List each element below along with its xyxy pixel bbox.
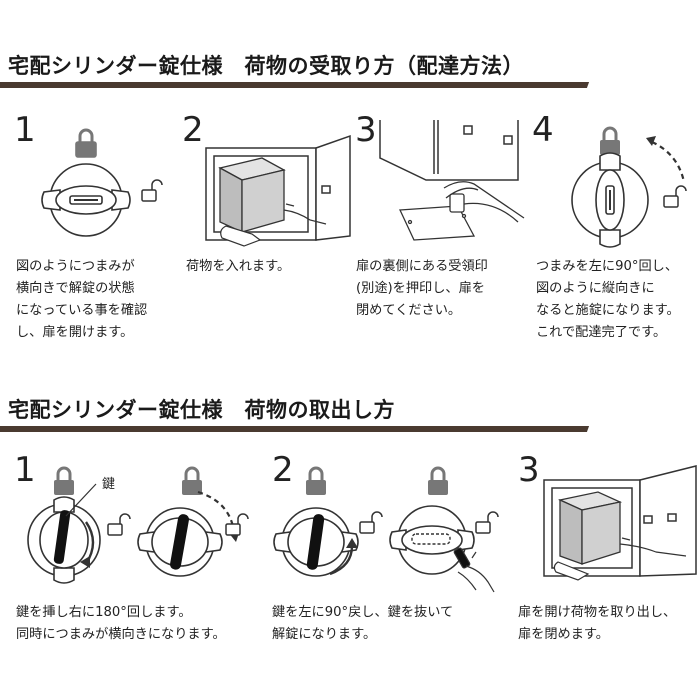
section2-title: 宅配シリンダー錠仕様 荷物の取出し方 [8,398,395,422]
padlock-closed-icon [75,128,97,158]
s1-step-1-illustration [30,120,170,240]
s1-step-3-number: 3 [355,110,377,150]
s2-step-3-text: 扉を開け荷物を取り出し、 扉を閉めます。 [518,605,677,642]
padlock-open-icon [359,511,383,534]
padlock-open-icon [141,179,163,202]
padlock-closed-icon [182,466,202,495]
knob-horizontal-icon [389,505,475,575]
section1-divider [0,82,596,88]
s1-step-2-number: 2 [182,110,204,150]
key-icon [53,510,71,564]
s2-step-1-illustration [20,462,260,592]
knob-turned-icon [137,507,223,577]
key-callout-label: 鍵 [102,477,116,492]
receipt-paper [399,205,476,241]
s2-step-2-number: 2 [272,450,294,490]
padlock-closed-icon [306,466,326,495]
s1-step-4-text: つまみを左に90°回し、 図のように縦向きに なると施錠になります。 これで配達… [536,259,680,340]
arrow-head [646,136,656,146]
s1-step-3-illustration [378,118,528,246]
s2-step-1-text: 鍵を挿し右に180°回します。 同時につまみが横向きになります。 [16,605,226,642]
padlock-open-icon [225,513,249,536]
hand-icon [553,537,687,581]
s1-step-2-illustration [200,118,351,250]
s2-step-3-illustration [540,458,700,588]
hand-icon [220,203,327,247]
knob-horizontal-icon [41,163,131,237]
padlock-open-icon [475,511,499,534]
s2-step-2-text: 鍵を左に90°戻し、鍵を抜いて 解錠になります。 [272,605,454,642]
s1-step-1-number: 1 [14,110,36,150]
s1-step-4-number: 4 [532,110,554,150]
padlock-open-icon [107,513,131,536]
rotation-arrow-icon [197,490,236,533]
stamp-icon [443,181,525,223]
rotation-arrow-icon [329,545,354,576]
section2-divider [0,426,596,432]
knob-vertical-icon [571,152,649,248]
rotation-arrow-icon [651,141,686,183]
padlock-open-icon [663,185,687,208]
package-box [218,157,286,234]
s2-step-3-number: 3 [518,450,540,490]
s1-step-1-text: 図のようにつまみが 横向きで解錠の状態 になっている事を確認 し、扉を開けます。 [16,259,148,340]
s2-step-1-number: 1 [14,450,36,490]
hand-with-key-icon [453,547,495,593]
s1-step-4-illustration [560,120,700,250]
padlock-closed-icon [54,466,74,495]
package-box [557,491,623,565]
s1-step-3-text: 扉の裏側にある受領印 (別途)を押印し、扉を 閉めてください。 [356,259,488,318]
padlock-closed-icon [428,466,448,495]
section1-title: 宅配シリンダー錠仕様 荷物の受取り方（配達方法） [8,54,524,78]
s1-step-2-text: 荷物を入れます。 [186,259,291,274]
padlock-closed-icon [600,126,620,155]
s2-step-2-illustration [272,462,512,593]
